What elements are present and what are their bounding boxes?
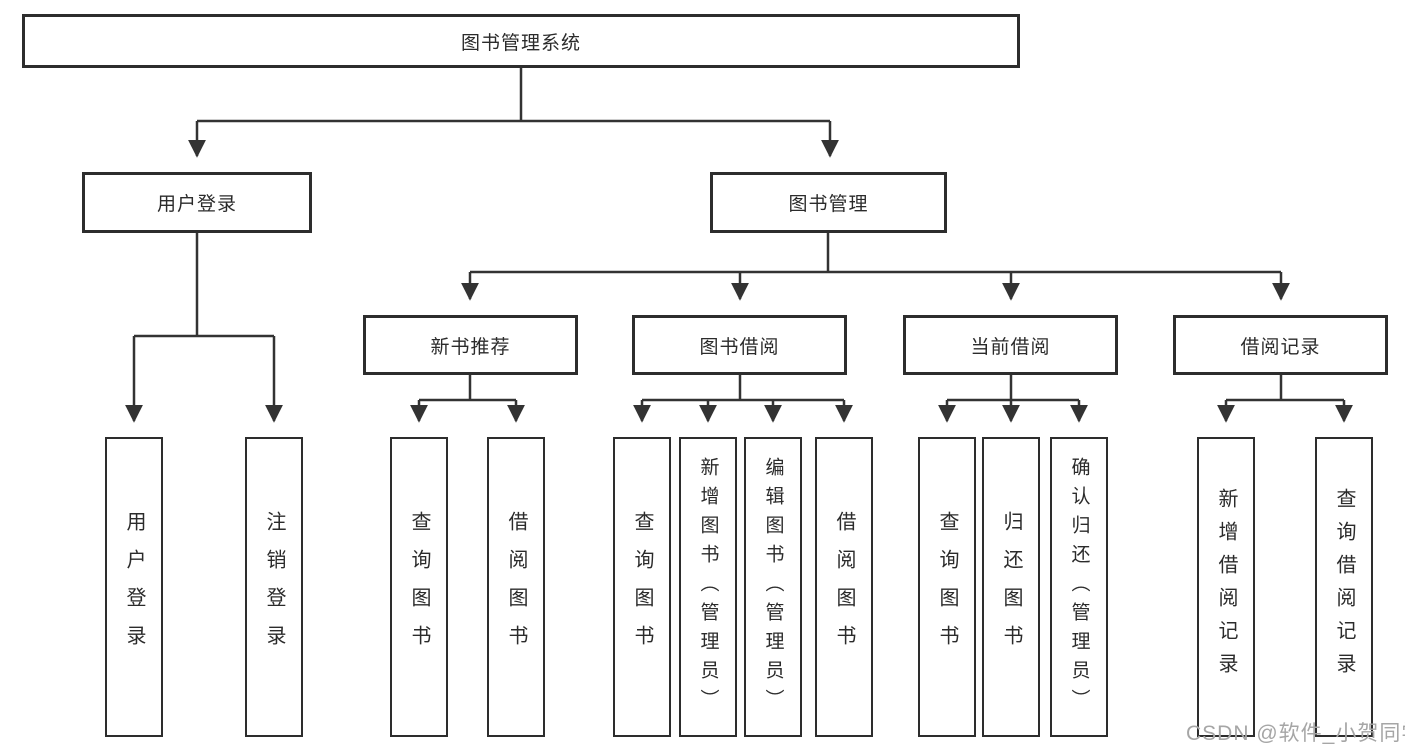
leaf-return-books: 归还图书 <box>982 437 1040 737</box>
connector-new-book-recommend-branch <box>410 375 525 423</box>
leaf-edit-books-admin: 编辑图书（管理员） <box>744 437 802 737</box>
csdn-watermark: CSDN @软件_小贺同学 <box>1186 722 1405 745</box>
leaf-confirm-return-admin: 确认归还（管理员） <box>1050 437 1108 737</box>
node-new-book-recommend: 新书推荐 <box>363 315 578 375</box>
connector-user-login-branch <box>125 233 283 423</box>
leaf-add-borrow-record: 新增借阅记录 <box>1197 437 1255 737</box>
connector-book-borrow-branch <box>633 375 853 423</box>
leaf-add-books-admin: 新增图书（管理员） <box>679 437 737 737</box>
connector-current-borrow-branch <box>938 375 1088 423</box>
node-library-management-system: 图书管理系统 <box>22 14 1020 68</box>
connector-book-management-branch <box>461 233 1290 301</box>
leaf-query-books-borrow: 查询图书 <box>613 437 671 737</box>
leaf-query-books-current: 查询图书 <box>918 437 976 737</box>
leaf-borrow-books-recommend: 借阅图书 <box>487 437 545 737</box>
leaf-user-login: 用户登录 <box>105 437 163 737</box>
node-current-borrow: 当前借阅 <box>903 315 1118 375</box>
connector-borrow-records-branch <box>1217 375 1353 423</box>
node-user-login: 用户登录 <box>82 172 312 233</box>
node-borrow-records: 借阅记录 <box>1173 315 1388 375</box>
node-book-borrow: 图书借阅 <box>632 315 847 375</box>
connector-root-branch <box>188 68 839 158</box>
leaf-query-books-recommend: 查询图书 <box>390 437 448 737</box>
node-book-management: 图书管理 <box>710 172 947 233</box>
leaf-query-borrow-record: 查询借阅记录 <box>1315 437 1373 737</box>
leaf-borrow-books: 借阅图书 <box>815 437 873 737</box>
leaf-logout: 注销登录 <box>245 437 303 737</box>
